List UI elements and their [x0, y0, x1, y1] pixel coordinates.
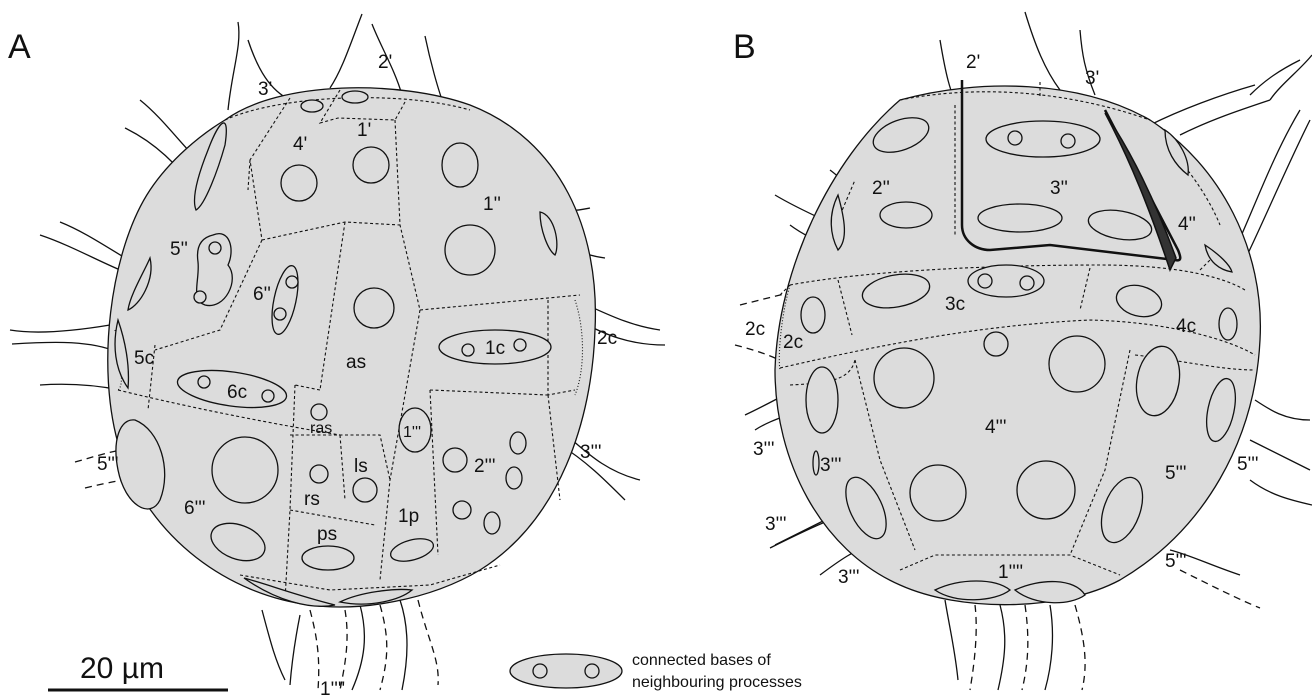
legend: connected bases of neighbouring processe… [510, 652, 802, 691]
label-a-1apical: 1' [357, 120, 371, 141]
label-a-2apical: 2' [378, 52, 392, 73]
label-a-6c: 6c [227, 382, 247, 403]
label-a-5post: 5''' [97, 454, 118, 475]
label-a-1pre: 1'' [483, 194, 501, 215]
scale-bar-label: 20 µm [80, 652, 164, 685]
label-a-1c: 1c [485, 338, 505, 359]
label-b-2c-outer: 2c [745, 319, 765, 340]
label-a-ras: ras [310, 420, 332, 437]
label-b-3post-c: 3''' [765, 514, 786, 535]
label-a-rs: rs [304, 489, 320, 510]
label-b-5post-c: 5''' [1165, 551, 1186, 572]
label-a-5c: 5c [134, 348, 154, 369]
label-a-as: as [346, 352, 366, 373]
label-a-6pre: 6'' [253, 284, 271, 305]
label-a-2c: 2c [597, 328, 617, 349]
label-b-5post-b: 5''' [1237, 454, 1258, 475]
label-b-2pre: 2'' [872, 178, 890, 199]
panel-b-letter: B [733, 28, 756, 66]
label-b-3post-b: 3''' [820, 455, 841, 476]
label-b-5post-a: 5''' [1165, 463, 1186, 484]
label-b-3apical: 3' [1085, 68, 1099, 89]
scale-bar: 20 µm [48, 652, 228, 690]
label-a-ls: ls [354, 456, 368, 477]
label-b-3c: 3c [945, 294, 965, 315]
label-b-2c-inner: 2c [783, 332, 803, 353]
label-b-4pre: 4'' [1178, 214, 1196, 235]
label-a-1ant: 1'''' [320, 679, 345, 697]
panel-a-letter: A [8, 28, 31, 66]
label-a-ps: ps [317, 524, 337, 545]
label-b-4c: 4c [1176, 316, 1196, 337]
label-a-5pre: 5'' [170, 239, 188, 260]
label-b-3post-a: 3''' [753, 439, 774, 460]
label-a-6post: 6''' [184, 498, 205, 519]
label-a-3apical: 3' [258, 79, 272, 100]
legend-connected-bases-icon [510, 654, 622, 688]
legend-line-2: neighbouring processes [632, 674, 802, 691]
label-a-1post: 1''' [403, 424, 421, 441]
panel-a: A [8, 14, 665, 697]
label-a-1p: 1p [398, 506, 419, 527]
label-a-4apical: 4' [293, 134, 307, 155]
label-a-3post: 3''' [580, 442, 601, 463]
label-b-2apical: 2' [966, 52, 980, 73]
label-b-1ant: 1'''' [998, 562, 1023, 583]
label-b-3post-d: 3''' [838, 567, 859, 588]
label-b-3pre: 3'' [1050, 178, 1068, 199]
legend-line-1: connected bases of [632, 652, 771, 669]
label-b-4post: 4''' [985, 417, 1006, 438]
panel-b: B [733, 12, 1312, 690]
label-a-2post: 2''' [474, 456, 495, 477]
